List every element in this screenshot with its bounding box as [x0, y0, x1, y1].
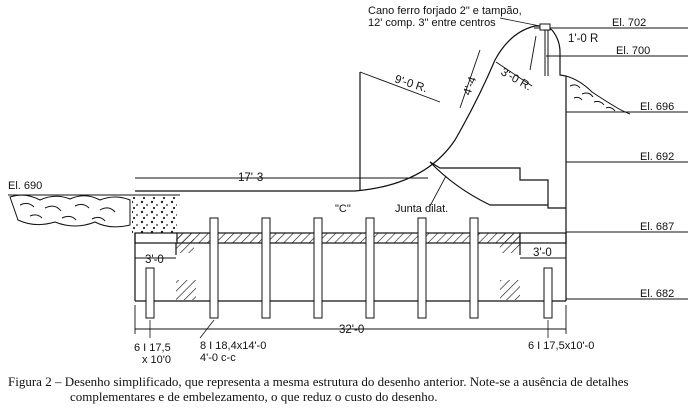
el-696-label: El. 696 [640, 101, 674, 113]
caption-line2: complementares e de embelezamento, o que… [70, 389, 438, 404]
vertical-4-4-line [459, 49, 481, 109]
pile-left-note-line2: x 10'0 [142, 354, 171, 366]
dimension-lines [134, 177, 567, 334]
ogee-curve [135, 25, 553, 192]
right-rock-slope [565, 75, 631, 115]
pipe-note-line2: 12' comp. 3" entre centros [368, 17, 496, 29]
dim-17-3-label: 17'-3 [238, 172, 263, 184]
el-702-label: El. 702 [612, 17, 646, 29]
mid-radius-label: 3'-0 R. [499, 66, 534, 93]
pile [209, 217, 219, 319]
joint-line [429, 161, 548, 206]
spillway-body [135, 25, 567, 209]
crest-radius-line [529, 35, 537, 71]
toe-left-label: 3'-0 [145, 254, 164, 266]
pile [365, 217, 375, 319]
pile-center-note-line1: 8 I 18,4x14'-0 [200, 340, 266, 352]
el-700-label: El. 700 [616, 45, 650, 57]
pile [313, 217, 323, 319]
vertical-4-4-label: 4'-4 [462, 75, 480, 97]
dim-32-0-label: 32'-0 [339, 324, 364, 336]
pile-right-note: 6 I 17,5x10'-0 [528, 340, 594, 352]
el-687-label: El. 687 [640, 221, 674, 233]
pipe-note-line1: Cano ferro forjado 2" e tampão, [368, 5, 522, 17]
leader-lines [149, 17, 549, 339]
pile [469, 217, 479, 319]
radius-lines [359, 35, 537, 109]
crest-radius-label: 1'-0 R [568, 33, 598, 45]
downstream-face [551, 29, 567, 208]
el-690-label: El. 690 [8, 180, 42, 192]
left-rock-fill [9, 194, 177, 235]
foundation-slab [134, 208, 567, 302]
figure-caption: Figura 2 – Desenho simplificado, que rep… [8, 374, 690, 404]
curve-c-label: "C" [335, 203, 351, 215]
radius-9-line [359, 71, 441, 103]
el-692-label: El. 692 [640, 151, 674, 163]
pile-left-note-line1: 6 I 17,5 [134, 342, 171, 354]
pile [417, 217, 427, 319]
pile [261, 217, 271, 319]
joint-step [429, 161, 566, 209]
big-radius-label: 9'-0 R. [393, 73, 429, 95]
pile-center-note-line2: 4'-0 c-c [200, 352, 236, 364]
toe-right-label: 3'-0 [533, 247, 552, 259]
el-682-label: El. 682 [640, 288, 674, 300]
elevation-lines [8, 27, 688, 300]
joint-label: Junta dilat. [395, 203, 448, 215]
pile [145, 267, 155, 319]
pile [543, 267, 553, 319]
radius-3-line [495, 61, 533, 87]
crest-pipe [539, 23, 551, 76]
caption-line1: Figura 2 – Desenho simplificado, que rep… [8, 374, 629, 389]
piles [145, 217, 553, 319]
